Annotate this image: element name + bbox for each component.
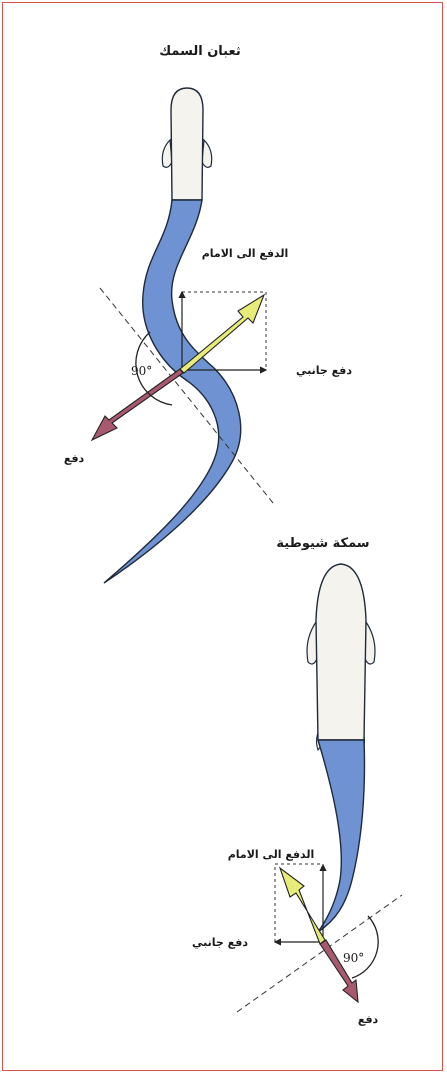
fish-thrust-arrow bbox=[320, 940, 358, 1002]
eel-figure: ثعبان السمك 90° الدفع الى الامام دفع جان… bbox=[64, 44, 353, 583]
eel-right-fin bbox=[202, 140, 212, 167]
fish-figure: سمكة شيوطية 90° الدفع الى الامام دفع جان… bbox=[192, 536, 402, 1026]
fish-angle-arc bbox=[352, 916, 378, 978]
eel-lateral-label: دفع جانبي bbox=[296, 364, 352, 377]
eel-title: ثعبان السمك bbox=[159, 44, 240, 59]
fish-title: سمكة شيوطية bbox=[276, 536, 369, 551]
fish-dashed-axis bbox=[237, 895, 402, 1012]
fish-body bbox=[316, 564, 366, 740]
fish-lateral-label: دفع جانبي bbox=[192, 936, 248, 949]
eel-angle-label: 90° bbox=[131, 364, 152, 378]
eel-forward-label: الدفع الى الامام bbox=[202, 247, 289, 260]
fish-resultant-arrow bbox=[280, 868, 325, 944]
fish-angle-label: 90° bbox=[343, 951, 364, 965]
fish-thrust-label: دفع bbox=[358, 1013, 379, 1026]
fish-forward-label: الدفع الى الامام bbox=[228, 848, 315, 861]
eel-thrust-label: دفع bbox=[64, 452, 85, 465]
fish-tail bbox=[318, 740, 365, 932]
eel-dashed-axis bbox=[100, 288, 273, 503]
eel-left-fin bbox=[162, 140, 172, 167]
eel-head bbox=[171, 88, 203, 200]
eel-resultant-arrow bbox=[180, 295, 264, 373]
